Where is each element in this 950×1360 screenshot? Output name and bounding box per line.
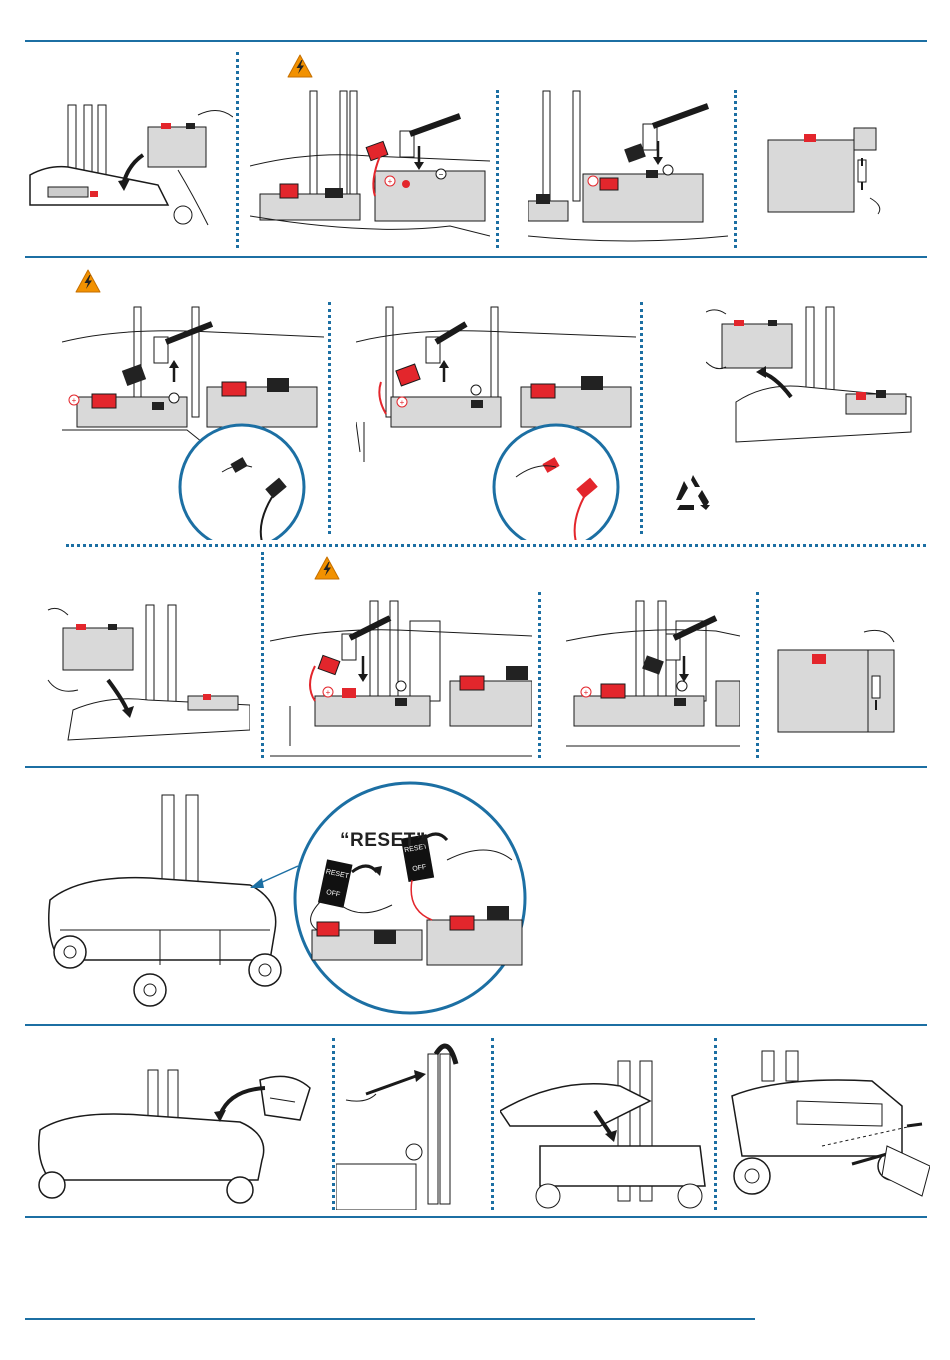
section-divider — [25, 1024, 927, 1026]
step-separator — [236, 52, 239, 248]
svg-text:+: + — [584, 688, 589, 697]
step-separator — [756, 592, 759, 758]
step-separator — [332, 1038, 335, 1210]
reset-switch-callout: RESET OFF RESET OFF — [292, 780, 528, 1016]
section-divider — [25, 40, 927, 42]
section-divider — [25, 256, 927, 258]
step-separator — [261, 552, 264, 758]
section-divider — [25, 766, 927, 768]
step-screw-illustration — [336, 1034, 486, 1210]
step-disconnect-positive-illustration: − + — [250, 86, 490, 246]
step-fuse-illustration — [766, 110, 886, 215]
step-separator — [734, 90, 737, 248]
step-lift-battery-out-illustration — [706, 302, 916, 452]
step-cover-replace-illustration — [500, 1056, 708, 1210]
svg-text:+: + — [400, 398, 405, 407]
recycle-icon — [672, 472, 714, 512]
step-connect-positive-illustration: + — [270, 596, 532, 758]
svg-text:+: + — [326, 688, 331, 697]
footer-divider — [25, 1318, 755, 1320]
svg-text:+: + — [388, 177, 393, 186]
step-separator — [714, 1038, 717, 1210]
step-remove-battery-illustration — [28, 95, 233, 235]
step-separator-horizontal — [66, 544, 926, 547]
step-separator — [640, 302, 643, 534]
step-separator — [328, 302, 331, 534]
step-reinstall-fuse-illustration — [776, 626, 900, 734]
step-remove-negative-cable-illustration: + — [62, 302, 324, 540]
step-fasten-screws-illustration — [722, 1046, 930, 1210]
electrical-hazard-warning-icon — [287, 54, 313, 78]
step-remove-positive-cable-illustration: + — [356, 302, 636, 540]
electrical-hazard-warning-icon — [314, 556, 340, 580]
step-separator — [491, 1038, 494, 1210]
step-separator — [496, 90, 499, 248]
step-connect-negative-illustration: + — [566, 596, 740, 758]
cart-base-illustration — [40, 790, 290, 1012]
step-cover-removal-illustration — [30, 1060, 328, 1210]
section-divider — [25, 1216, 927, 1218]
electrical-hazard-warning-icon — [75, 269, 101, 293]
step-install-battery-illustration — [28, 600, 250, 750]
reset-label: “RESET” — [340, 830, 426, 852]
step-disconnect-negative-illustration — [528, 86, 730, 246]
step-separator — [538, 592, 541, 758]
svg-text:+: + — [72, 396, 77, 405]
svg-text:−: − — [439, 170, 444, 179]
